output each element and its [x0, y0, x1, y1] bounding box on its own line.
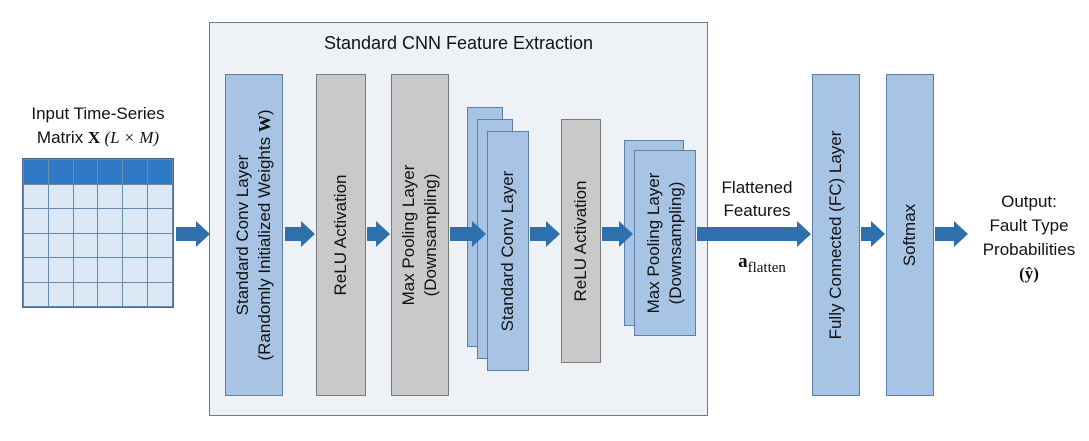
- max-pool-layer-2: Max Pooling Layer (Downsampling): [634, 150, 696, 336]
- output-label: Output: Fault Type Probabilities (ŷ): [970, 190, 1088, 286]
- arrow-conv2-to-relu2: [530, 221, 560, 247]
- max-pool-layer-1: Max Pooling Layer (Downsampling): [391, 74, 449, 396]
- arrow-fc-to-softmax: [861, 221, 885, 247]
- flattened-features-label: Flattened Features: [712, 176, 802, 222]
- input-label-line1: Input Time-Series: [31, 104, 165, 123]
- arrow-relu2-to-pool2: [602, 221, 633, 247]
- frame-title: Standard CNN Feature Extraction: [323, 33, 594, 53]
- input-matrix-symbol: X: [87, 128, 101, 147]
- output-line2: Fault Type: [989, 216, 1069, 235]
- arrow-input-to-conv1: [176, 221, 210, 247]
- flatten-symbol-main: a: [738, 251, 748, 272]
- arrow-pool1-to-conv2: [450, 221, 486, 247]
- conv-layer-2: Standard Conv Layer: [487, 131, 529, 371]
- input-dimensions: (L × M): [100, 128, 160, 147]
- input-matrix: [22, 158, 174, 308]
- input-label: Input Time-Series Matrix X (L × M): [8, 102, 188, 150]
- output-line3: Probabilities: [982, 240, 1076, 259]
- arrow-relu1-to-pool1: [367, 221, 390, 247]
- conv-layer-1: Standard Conv Layer (Randomly Initialize…: [225, 74, 283, 396]
- flattened-line1: Flattened: [721, 178, 793, 197]
- output-line1: Output:: [1001, 192, 1057, 211]
- relu-layer-1: ReLU Activation: [316, 74, 366, 396]
- input-label-line2: Matrix X (L × M): [8, 126, 188, 150]
- input-label-prefix: Matrix: [36, 128, 88, 147]
- flattened-line2: Features: [723, 201, 791, 220]
- flatten-symbol: aflatten: [722, 250, 802, 280]
- arrow-softmax-to-output: [935, 221, 968, 247]
- fully-connected-layer: Fully Connected (FC) Layer: [812, 74, 860, 396]
- softmax-layer: Softmax: [886, 74, 934, 396]
- relu-layer-2: ReLU Activation: [561, 119, 601, 363]
- flatten-symbol-sub: flatten: [747, 259, 786, 276]
- arrow-conv1-to-relu1: [285, 221, 315, 247]
- arrow-pool2-to-fc: [697, 221, 811, 247]
- output-line4: (ŷ): [1019, 264, 1039, 283]
